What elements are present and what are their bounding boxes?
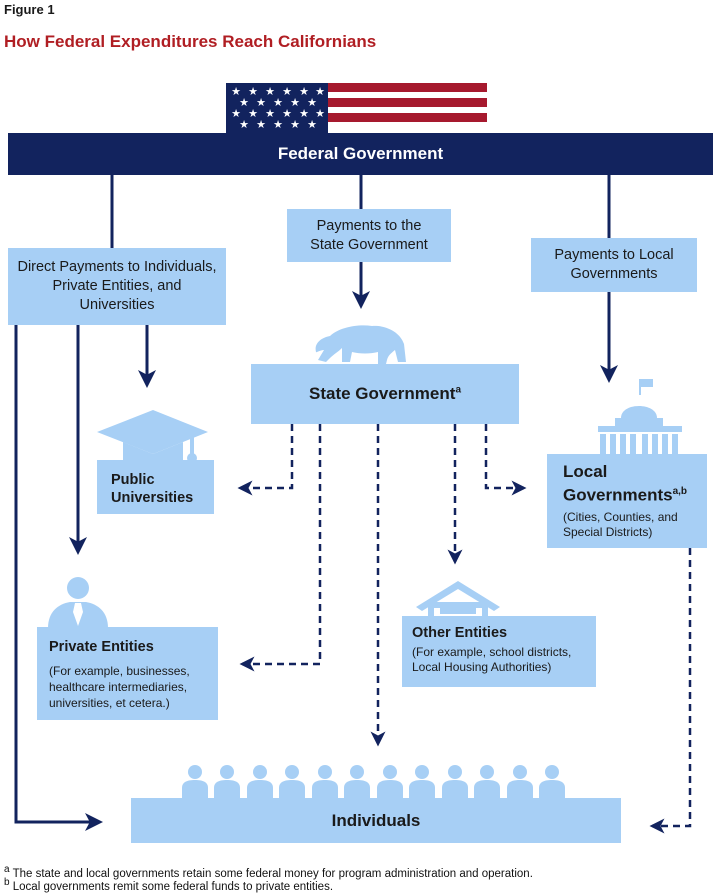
footnote-marker-ab: a,b: [672, 486, 688, 497]
other-entities-label: Other Entities: [412, 625, 508, 641]
svg-text:★: ★: [265, 107, 275, 120]
private-entities-box: Private Entities (For example, businesse…: [37, 627, 218, 720]
payments-to-local-label: Payments to Local Governments: [554, 247, 674, 282]
dashed-to-private: [239, 424, 322, 672]
payments-to-state-box: Payments to the State Government: [287, 209, 451, 262]
footnote-b-mark: b: [4, 877, 10, 888]
private-entities-note: (For example, businesses, healthcare int…: [49, 664, 190, 710]
figure-label: Figure 1: [4, 2, 55, 17]
person-icon: [48, 577, 108, 628]
federal-government-bar: Federal Government: [8, 133, 713, 175]
svg-text:★: ★: [231, 107, 241, 120]
svg-text:★: ★: [290, 118, 300, 131]
svg-text:★: ★: [273, 118, 283, 131]
footnote-a: a The state and local governments retain…: [4, 864, 533, 880]
svg-text:★: ★: [315, 85, 325, 98]
svg-text:★: ★: [282, 107, 292, 120]
svg-text:★: ★: [282, 85, 292, 98]
svg-text:★: ★: [239, 96, 249, 109]
federal-government-label: Federal Government: [277, 144, 444, 163]
dashed-to-universities: [237, 424, 294, 496]
capitol-building-icon: [598, 379, 682, 454]
public-universities-label: Public Universities: [111, 472, 194, 506]
svg-text:★: ★: [299, 107, 309, 120]
footnote-a-text: The state and local governments retain s…: [12, 867, 533, 880]
building-icon: [416, 581, 500, 622]
local-governments-note: (Cities, Counties, and Special Districts…: [563, 509, 678, 539]
us-flag-icon: ★★★★★★ ★★★★★ ★★★★★★ ★★★★★: [226, 83, 487, 133]
footnote-b: b Local governments remit some federal f…: [4, 877, 333, 893]
payments-to-local-box: Payments to Local Governments: [531, 238, 697, 292]
dashed-to-local: [484, 424, 527, 496]
svg-text:★: ★: [307, 96, 317, 109]
arrow-to-individuals-direct: [14, 325, 103, 831]
svg-text:★: ★: [273, 96, 283, 109]
svg-text:★: ★: [299, 85, 309, 98]
payments-to-state-label: Payments to the State Government: [310, 217, 428, 253]
other-entities-note: (For example, school districts, Local Ho…: [412, 645, 572, 674]
svg-text:★: ★: [265, 85, 275, 98]
graduation-cap-icon: [97, 410, 208, 466]
individuals-label: Individuals: [331, 810, 421, 830]
svg-text:★: ★: [307, 118, 317, 131]
svg-text:★: ★: [248, 107, 258, 120]
svg-text:★: ★: [315, 107, 325, 120]
footnote-a-mark: a: [4, 864, 10, 875]
individuals-box: Individuals: [131, 798, 621, 843]
svg-text:★: ★: [231, 85, 241, 98]
local-governments-box: Local Governmentsa,b (Cities, Counties, …: [547, 454, 707, 548]
state-government-box: State Governmenta: [251, 364, 519, 424]
svg-text:★: ★: [256, 118, 266, 131]
state-government-label: State Government: [309, 384, 456, 403]
private-entities-label: Private Entities: [49, 639, 154, 655]
other-entities-box: Other Entities (For example, school dist…: [402, 616, 596, 687]
svg-text:★: ★: [239, 118, 249, 131]
svg-text:★: ★: [248, 85, 258, 98]
figure-title: How Federal Expenditures Reach Californi…: [4, 32, 377, 51]
footnote-marker-a: a: [455, 384, 461, 396]
bear-icon: [315, 325, 406, 364]
local-governments-label: Local Governments: [563, 462, 673, 505]
svg-text:★: ★: [256, 96, 266, 109]
direct-payments-label: Direct Payments to Individuals, Private …: [17, 259, 217, 313]
people-row-icon: [182, 765, 565, 798]
public-universities-box: Public Universities: [97, 460, 214, 514]
dashed-local-to-individuals: [649, 548, 692, 834]
footnote-b-text: Local governments remit some federal fun…: [12, 880, 334, 893]
direct-payments-box: Direct Payments to Individuals, Private …: [8, 248, 226, 325]
svg-text:★: ★: [290, 96, 300, 109]
